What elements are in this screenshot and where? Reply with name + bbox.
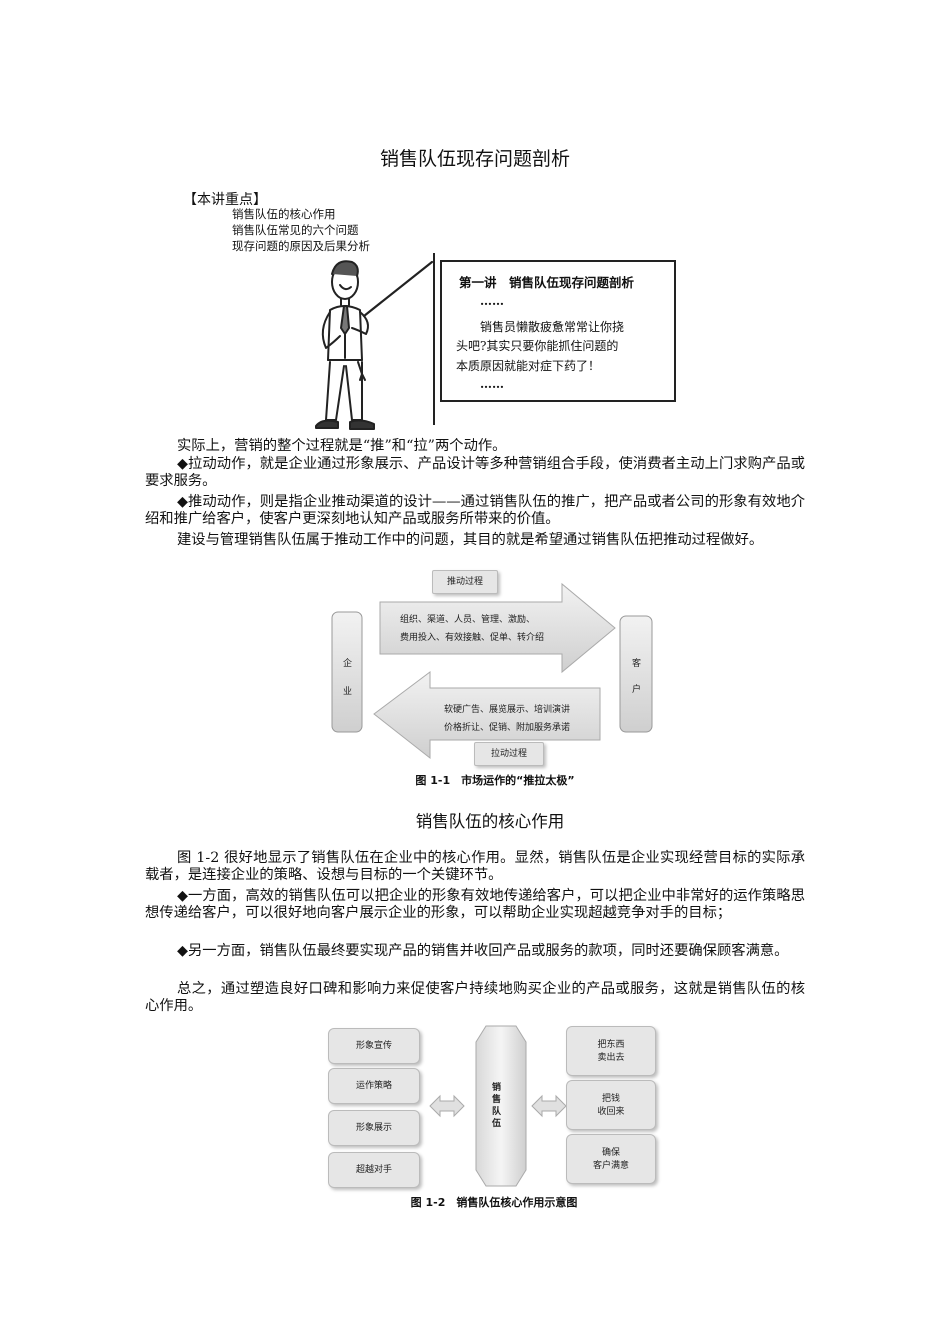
core-role-figure: 形象宣传 运作策略 形象展示 超越对手 销 售 队 伍 把东西 卖出去 把钱 收…	[326, 1022, 658, 1190]
push-text-line: 费用投入、有效接触、促单、转介绍	[400, 633, 545, 643]
center-label-char: 伍	[492, 1119, 502, 1129]
right-item-line: 确保	[601, 1148, 620, 1158]
slide-frame-line	[433, 253, 681, 425]
paragraph: 建设与管理销售队伍属于推动工作中的问题，其目的就是希望通过销售队伍把推动过程做好…	[177, 532, 764, 548]
center-label-char: 队	[492, 1107, 502, 1117]
center-label-char: 销	[492, 1083, 502, 1093]
push-text-line: 组织、渠道、人员、管理、激励、	[400, 615, 536, 625]
figure-caption: 图 1-2 销售队伍核心作用示意图	[410, 1196, 578, 1209]
push-label: 推动过程	[432, 570, 498, 594]
paragraph: 实际上，营销的整个过程就是“推”和“拉”两个动作。	[177, 438, 507, 454]
pull-label: 拉动过程	[474, 742, 544, 766]
right-item-line: 把东西	[597, 1040, 625, 1050]
push-pull-arrows	[331, 582, 653, 760]
paragraph: 图 1-2 很好地显示了销售队伍在企业中的核心作用。显然，销售队伍是企业实现经营…	[145, 850, 805, 883]
page-title: 销售队伍现存问题剖析	[379, 148, 570, 170]
paragraph: ◆拉动动作，就是企业通过形象展示、产品设计等多种营销组合手段，使消费者主动上门求…	[145, 456, 805, 489]
key-point-item: 销售队伍的核心作用	[232, 207, 336, 221]
slide-panel: 第一讲 销售队伍现存问题剖析 …… 销售员懒散疲惫常常让你挠 头吧?其实只要你能…	[440, 260, 676, 402]
right-item: 确保 客户满意	[566, 1134, 656, 1184]
key-point-item: 销售队伍常见的六个问题	[232, 223, 359, 237]
right-item: 把钱 收回来	[566, 1080, 656, 1130]
customer-label: 户	[632, 685, 642, 695]
slide-line: 头吧?其实只要你能抓住问题的	[456, 339, 619, 353]
slide-heading: 第一讲 销售队伍现存问题剖析	[459, 275, 635, 290]
key-point-item: 现存问题的原因及后果分析	[232, 239, 370, 253]
left-item: 形象宣传	[328, 1028, 420, 1064]
right-item-line: 卖出去	[597, 1053, 625, 1063]
paragraph: ◆另一方面，销售队伍最终要实现产品的销售并收回产品或服务的款项，同时还要确保顾客…	[177, 943, 789, 959]
center-label-char: 售	[492, 1095, 502, 1105]
pull-text-line: 价格折让、促销、附加服务承诺	[444, 723, 571, 733]
left-item: 运作策略	[328, 1068, 420, 1104]
presenter-illustration	[315, 260, 434, 430]
enterprise-label: 业	[343, 687, 353, 697]
slide-line: 本质原因就能对症下药了！	[456, 359, 601, 373]
paragraph: ◆推动动作，则是指企业推动渠道的设计——通过销售队伍的推广，把产品或者公司的形象…	[145, 494, 805, 527]
slide-ellipsis: ……	[480, 377, 504, 391]
pull-text-line: 软硬广告、展览展示、培训演讲	[444, 705, 571, 715]
figure-caption: 图 1-1 市场运作的“推拉太极”	[415, 774, 575, 787]
right-item-line: 客户满意	[592, 1161, 629, 1171]
right-item: 把东西 卖出去	[566, 1026, 656, 1076]
right-item-line: 收回来	[597, 1107, 625, 1117]
slide-line: 销售员懒散疲惫常常让你挠	[480, 320, 625, 334]
section-title: 销售队伍的核心作用	[415, 812, 565, 831]
paragraph: ◆一方面，高效的销售队伍可以把企业的形象有效地传递给客户，可以把企业中非常好的运…	[145, 888, 805, 921]
enterprise-label: 企	[343, 659, 353, 669]
right-item-line: 把钱	[601, 1094, 620, 1104]
slide-ellipsis: ……	[480, 294, 504, 308]
key-points-heading: 【本讲重点】	[183, 192, 267, 208]
paragraph: 总之，通过塑造良好口碑和影响力来促使客户持续地购买企业的产品或服务，这就是销售队…	[145, 981, 805, 1014]
push-pull-figure: 推动过程 组织、渠道、人员、管理、激励、 费用投入、有效接触、促单、转介绍 软硬…	[330, 568, 660, 768]
left-item: 形象展示	[328, 1110, 420, 1146]
customer-label: 客	[632, 659, 642, 669]
left-item: 超越对手	[328, 1152, 420, 1188]
